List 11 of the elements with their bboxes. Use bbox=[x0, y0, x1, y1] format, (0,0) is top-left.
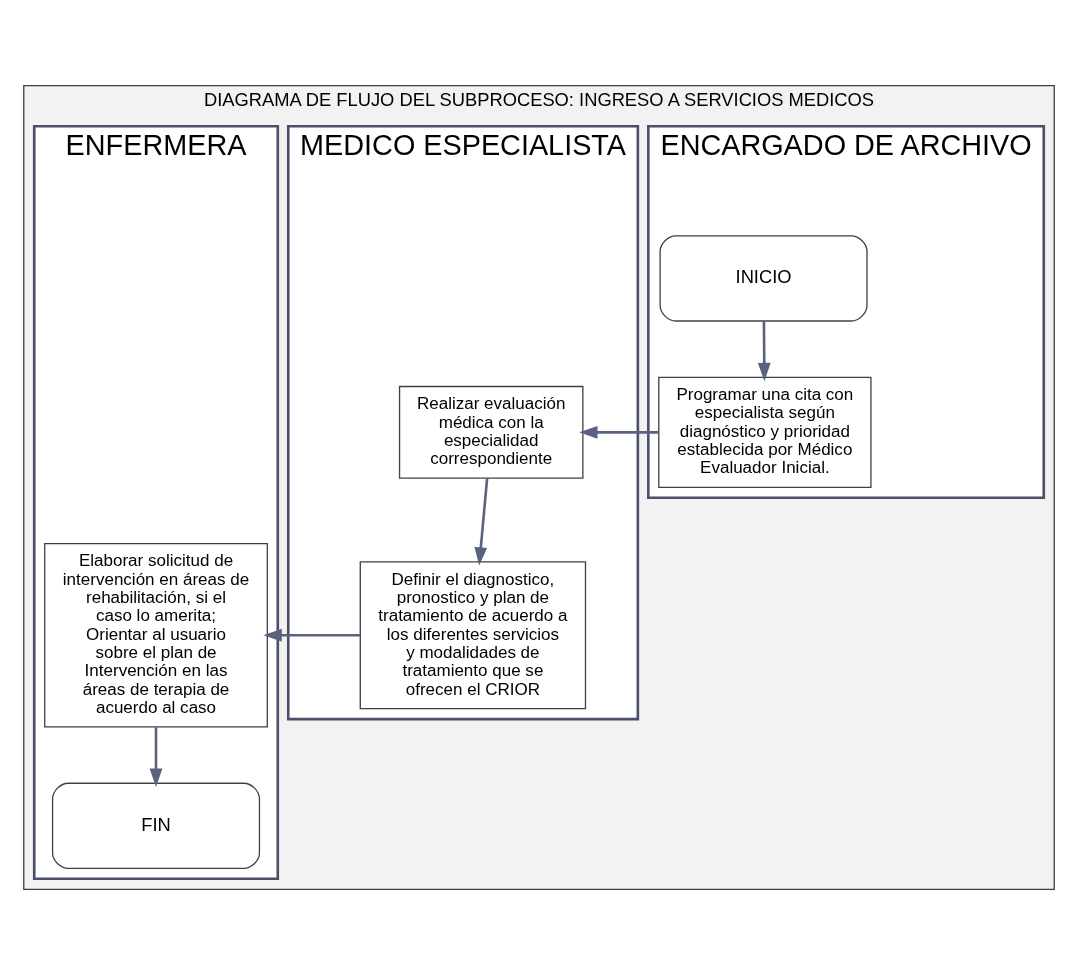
arrow bbox=[579, 425, 659, 439]
arrow bbox=[149, 727, 163, 787]
node-box: FIN bbox=[51, 782, 261, 869]
node-box: Definir el diagnostico, pronostico y plan de tratamiento de acuerdo a los diferentes servicios y modalidades de tratamiento que se ofrecen el CRIOR bbox=[359, 561, 587, 710]
node-box: Realizar evaluación médica con la especialidad correspondiente bbox=[398, 385, 584, 479]
arrow bbox=[757, 321, 771, 382]
node-box: INICIO bbox=[659, 235, 868, 322]
node-box: Elaborar solicitud de intervención en áreas de rehabilitación, si el caso lo amerita; Orientar al usuario sobre el plan de Intervención en las áreas de terapia de acuerdo al caso bbox=[44, 542, 268, 728]
arrow bbox=[263, 628, 361, 642]
arrow bbox=[474, 478, 489, 566]
node-box: Programar una cita con especialista según diagnóstico y prioridad establecida por Médico Evaluador Inicial. bbox=[658, 376, 872, 488]
